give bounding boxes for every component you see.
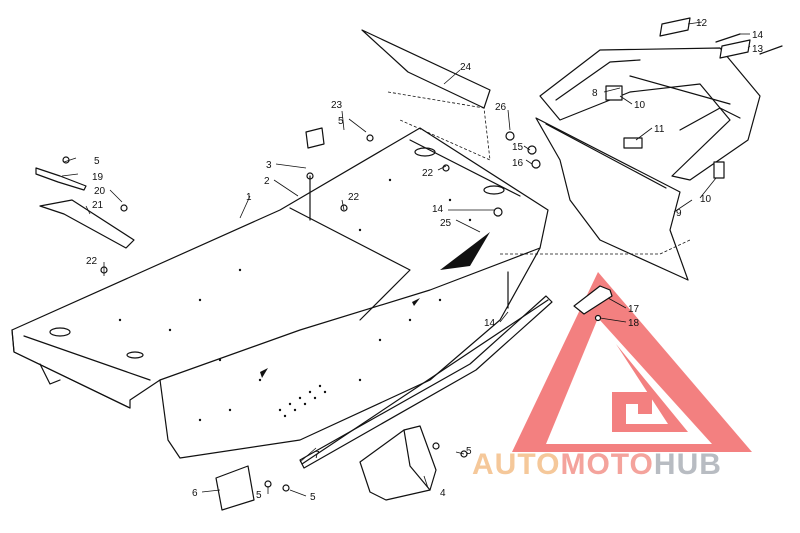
- callout-5-right: 5: [466, 446, 472, 457]
- watermark-auto: AUTO: [472, 448, 560, 481]
- callout-13: 13: [752, 44, 764, 55]
- callout-9: 9: [676, 208, 682, 219]
- callout-6: 6: [192, 488, 198, 499]
- callout-5-left: 5: [94, 156, 100, 167]
- callout-11: 11: [654, 124, 665, 135]
- svg-text:AUTOMOTOHUB: AUTOMOTOHUB: [472, 448, 722, 481]
- callout-20: 20: [94, 186, 106, 197]
- callout-5-top: 5: [338, 116, 344, 127]
- callout-14-top: 14: [752, 30, 764, 41]
- callout-22-left: 22: [86, 256, 98, 267]
- callout-10-right: 10: [700, 194, 712, 205]
- hardware-set: [62, 131, 602, 492]
- watermark-logo-icon: [512, 272, 752, 452]
- callout-24: 24: [460, 62, 472, 73]
- callout-14-mid: 14: [432, 204, 444, 215]
- plate-part: [215, 465, 255, 511]
- rear-rack-part: [539, 17, 783, 181]
- callout-4: 4: [440, 488, 446, 499]
- callout-19: 19: [92, 172, 104, 183]
- latch-part: [573, 285, 613, 315]
- flap-part: [361, 29, 491, 161]
- clip-part: [305, 127, 325, 149]
- callout-10-top: 10: [634, 100, 646, 111]
- rear-flap-part: [500, 117, 691, 281]
- watermark-hub: HUB: [654, 448, 722, 481]
- callout-labels: 1 2 3 23 5 5 19 20 21 22 22 22 24 14 25 …: [86, 18, 764, 503]
- callout-5-bottom-b: 5: [310, 492, 316, 503]
- strap-part: [35, 167, 87, 191]
- callout-23: 23: [331, 100, 343, 111]
- callout-12: 12: [696, 18, 708, 29]
- callout-17: 17: [628, 304, 640, 315]
- callout-16: 16: [512, 158, 524, 169]
- callout-7: 7: [314, 450, 320, 461]
- callout-25: 25: [440, 218, 452, 229]
- watermark-text: AUTOMOTOHUB: [472, 448, 722, 481]
- bracket-part: [359, 425, 437, 501]
- callout-14-low: 14: [484, 318, 496, 329]
- leader-lines: [61, 21, 751, 497]
- callout-8: 8: [592, 88, 598, 99]
- callout-3: 3: [266, 160, 272, 171]
- callout-5-bottom-a: 5: [256, 490, 262, 501]
- watermark-moto: MOTO: [560, 448, 653, 481]
- callout-22-top: 22: [422, 168, 434, 179]
- callout-15: 15: [512, 142, 524, 153]
- callout-26: 26: [495, 102, 507, 113]
- callout-22-mid: 22: [348, 192, 360, 203]
- bracket-small-part: [39, 199, 135, 249]
- callout-18: 18: [628, 318, 640, 329]
- callout-2: 2: [264, 176, 270, 187]
- callout-1: 1: [246, 192, 252, 203]
- tunnel-part: [11, 127, 549, 459]
- running-board-part: [299, 295, 553, 469]
- callout-21: 21: [92, 200, 104, 211]
